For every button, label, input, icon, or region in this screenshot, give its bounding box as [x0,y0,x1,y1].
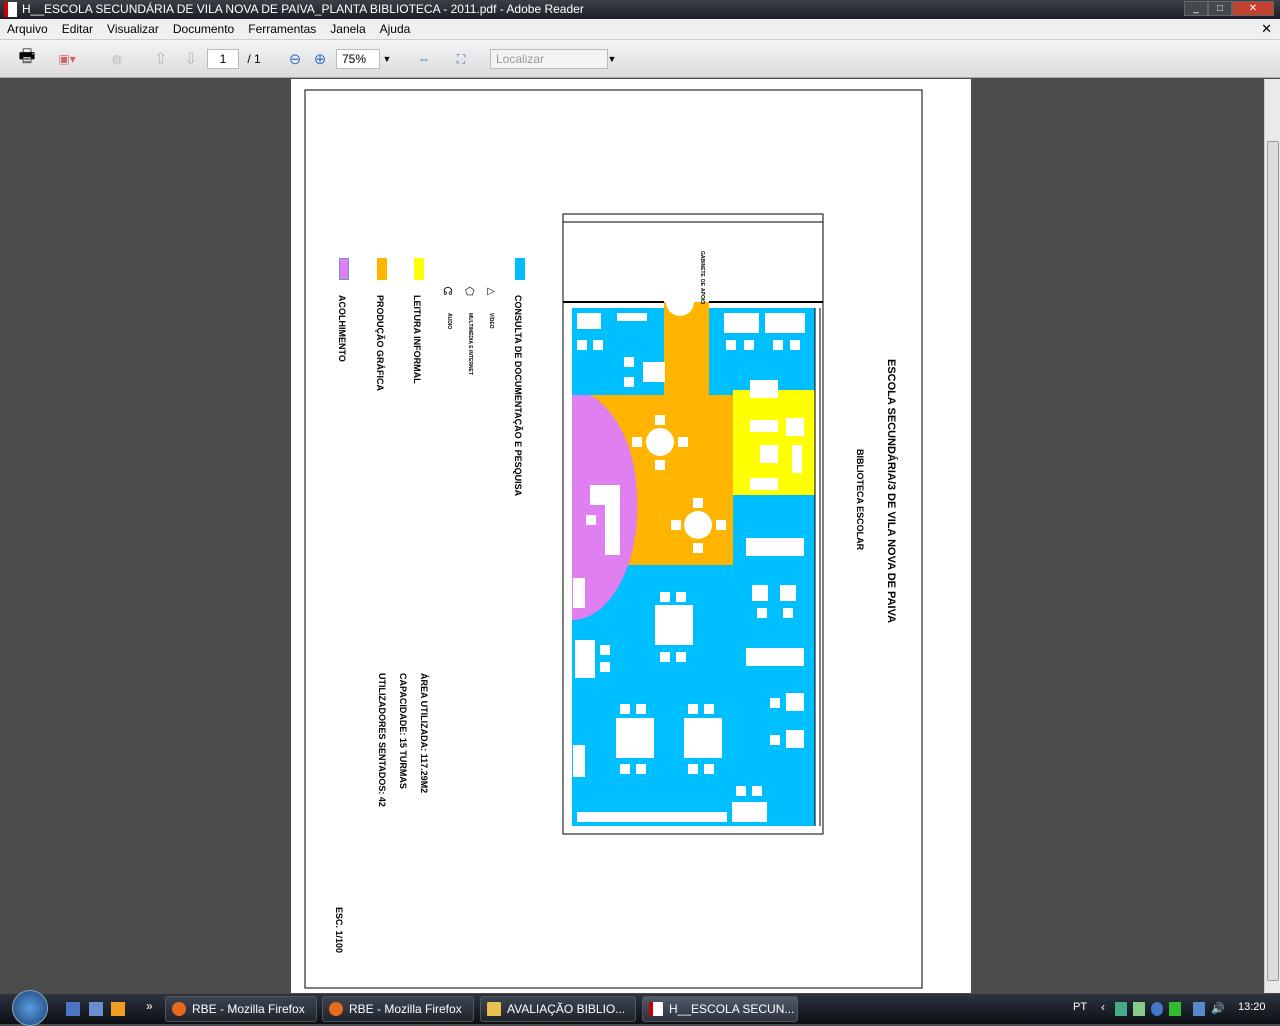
stat-capacidade: CAPACIDADE: 15 TURMAS [398,673,408,789]
clock[interactable]: 13:20 [1238,1001,1266,1013]
menu-bar: Arquivo Editar Visualizar Documento Ferr… [0,19,1280,40]
task-folder[interactable]: AVALIAÇÃO BIBLIO... [480,996,636,1022]
network-status-icon[interactable] [1193,1002,1205,1016]
legend-swatch-acolhimento [339,258,349,280]
tray-app-icon[interactable] [1133,1002,1145,1016]
doc-subtitle: BIBLIOTECA ESCOLAR [855,449,865,551]
close-document-icon[interactable]: ✕ [1261,21,1272,36]
page-border [304,89,923,989]
menu-editar[interactable]: Editar [61,22,94,36]
zoom-dropdown-icon[interactable]: ▼ [382,54,392,64]
firefox-icon [172,1002,186,1016]
pdf-page: ESCOLA SECUNDÁRIA/3 DE VILA NOVA DE PAIV… [291,79,971,993]
room-label-word: GABINETE [699,251,705,277]
title-bar: H__ESCOLA SECUNDÁRIA DE VILA NOVA DE PAI… [0,0,1280,19]
search-input[interactable]: Localizar [490,49,608,69]
task-firefox-2[interactable]: RBE - Mozilla Firefox [322,996,474,1022]
show-desktop-icon[interactable] [66,1002,80,1016]
legend-audio: ÁUDIO [446,313,452,330]
network-icon[interactable] [1115,1002,1127,1016]
zone-corridor [664,302,709,397]
menu-documento[interactable]: Documento [172,22,235,36]
switch-windows-icon[interactable] [89,1002,103,1016]
legend-producao: PRODUÇÃO GRÁFICA [375,295,385,391]
next-page-icon[interactable]: ⇩ [184,51,198,68]
security-check-icon[interactable] [1169,1002,1181,1016]
media-player-icon[interactable] [111,1002,125,1016]
scrollbar-thumb[interactable] [1267,141,1279,981]
maximize-button[interactable]: □ [1208,1,1232,16]
room-label-gabinete: GABINETE DE APOIO [697,251,706,304]
scale-label: ESC. 1/100 [334,907,344,954]
zoom-input[interactable]: 75% [336,49,380,69]
stat-utilizadores: UTILIZADORES SENTADOS: 42 [377,673,387,807]
menu-arquivo[interactable]: Arquivo [7,22,48,36]
legend-swatch-leitura [414,258,424,280]
minimize-button[interactable]: _ [1184,1,1208,16]
firefox-icon [329,1002,343,1016]
update-icon[interactable] [1151,1002,1163,1016]
collaborate-icon[interactable]: ◍ [111,52,123,66]
room-label-word: APOIO [699,287,705,304]
share-icon[interactable]: ▣▾ [58,52,76,66]
language-indicator[interactable]: PT [1073,1001,1088,1013]
more-icon[interactable]: » [146,999,153,1013]
start-button[interactable] [12,990,48,1026]
taskbar: » RBE - Mozilla Firefox RBE - Mozilla Fi… [0,990,1280,1026]
search-dropdown-icon[interactable]: ▼ [607,54,617,64]
legend-leitura: LEITURA INFORMAL [412,295,422,384]
volume-icon[interactable]: 🔊 [1211,1003,1225,1015]
video-icon: △ [485,287,497,296]
menu-ferramentas[interactable]: Ferramentas [248,22,317,36]
zoom-in-icon[interactable]: ⊕ [313,51,327,68]
window-title: H__ESCOLA SECUNDÁRIA DE VILA NOVA DE PAI… [22,2,584,16]
fit-page-icon[interactable]: ⛶ [456,51,466,66]
document-area: ESCOLA SECUNDÁRIA/3 DE VILA NOVA DE PAIV… [0,79,1264,993]
task-label: H__ESCOLA SECUN... [669,1002,795,1016]
print-icon[interactable]: 🖶 [18,46,36,66]
room-label-word: DE [699,278,705,286]
task-label: RBE - Mozilla Firefox [192,1002,305,1016]
menu-ajuda[interactable]: Ajuda [379,22,411,36]
tray-expand-icon[interactable]: ‹ [1101,1000,1105,1014]
previous-page-icon[interactable]: ⇧ [154,51,168,68]
toolbar: 🖶 ▣▾ ◍ ⇧ ⇩ 1 / 1 ⊖ ⊕ 75% ▼ ⇔ ⛶ Localizar… [0,40,1280,78]
task-label: AVALIAÇÃO BIBLIO... [507,1002,626,1016]
zoom-out-icon[interactable]: ⊖ [288,51,302,68]
menu-janela[interactable]: Janela [330,22,366,36]
task-adobe-reader[interactable]: H__ESCOLA SECUN... [642,996,798,1022]
legend-swatch-producao [377,258,387,280]
legend-video: VÍDEO [488,313,494,329]
menu-visualizar[interactable]: Visualizar [107,22,159,36]
pdf-icon [4,2,17,17]
system-tray: 🔊 [1115,1002,1225,1016]
page-total: / 1 [247,52,261,66]
pdf-icon [649,1002,663,1016]
zone-leitura [733,390,815,495]
folder-icon [487,1002,501,1016]
vertical-scrollbar[interactable] [1264,79,1280,993]
legend-acolhimento: ACOLHIMENTO [337,295,347,362]
fit-width-icon[interactable]: ⇔ [418,52,430,66]
stat-area: ÁREA UTILIZADA: 117.29M2 [419,673,429,794]
task-firefox-1[interactable]: RBE - Mozilla Firefox [165,996,317,1022]
task-label: RBE - Mozilla Firefox [349,1002,462,1016]
legend-multimedia: MULTIMÉDIA E INTERNET [467,313,473,375]
audio-icon: ☊ [443,286,453,298]
multimedia-icon: ⬠ [465,286,475,298]
close-button[interactable]: ✕ [1232,1,1274,16]
doc-title: ESCOLA SECUNDÁRIA/3 DE VILA NOVA DE PAIV… [885,359,897,624]
legend-consulta: CONSULTA DE DOCUMENTAÇÃO E PESQUISA [513,295,523,497]
floor-plan [304,89,923,989]
page-number-input[interactable]: 1 [207,49,239,69]
legend-swatch-consulta [515,258,525,280]
